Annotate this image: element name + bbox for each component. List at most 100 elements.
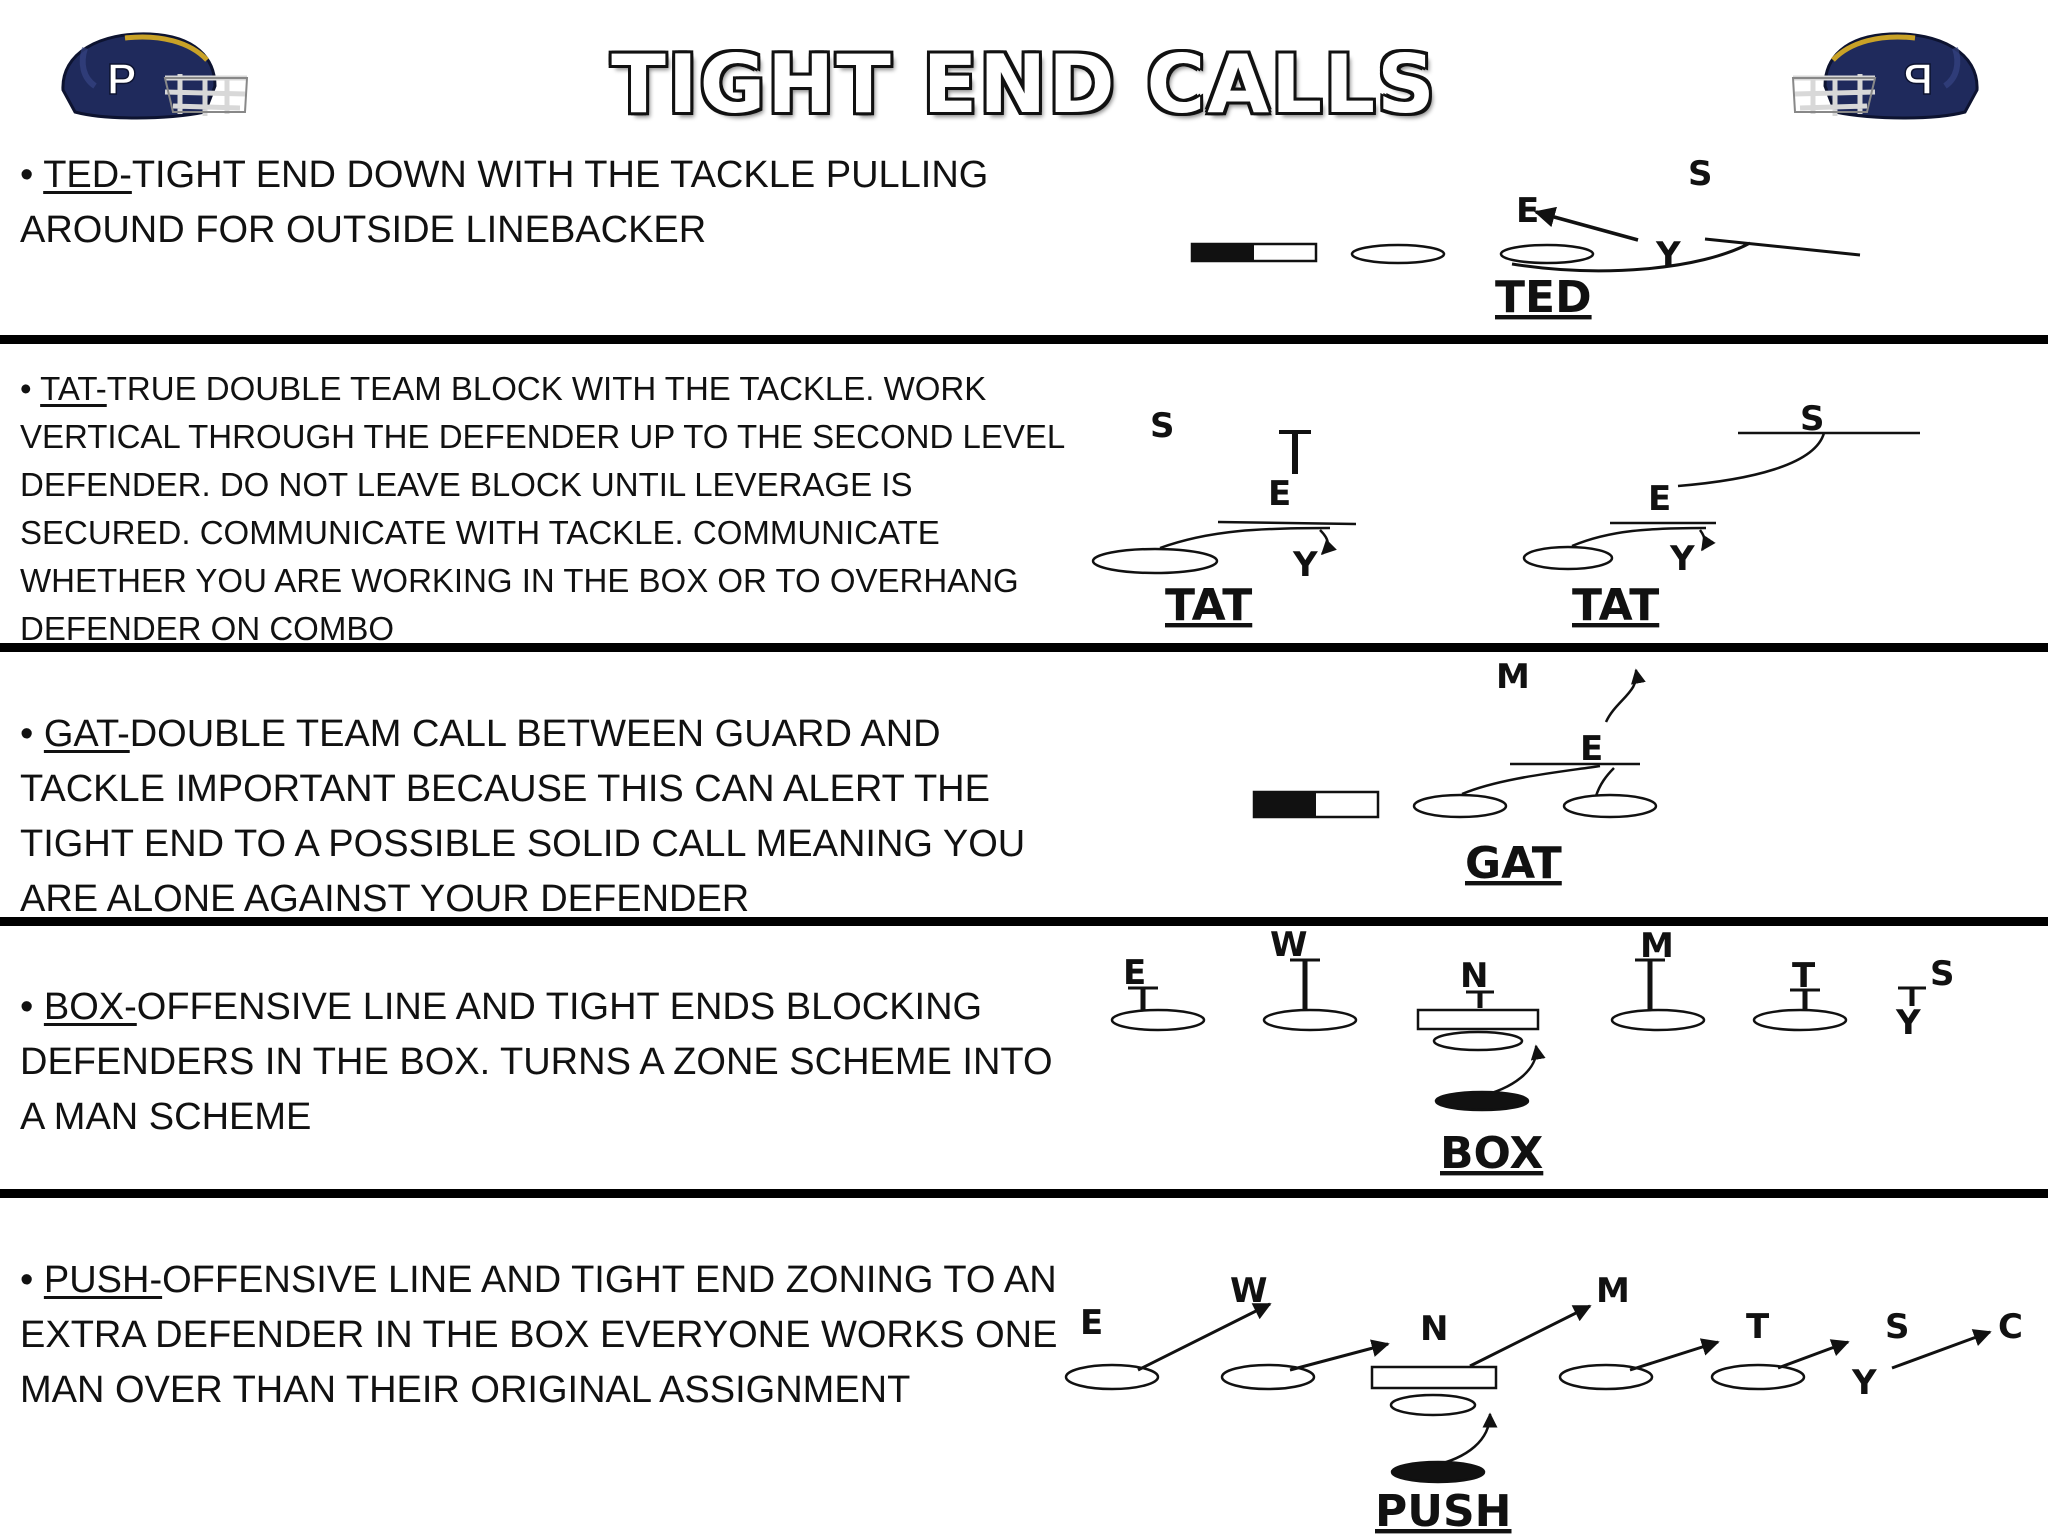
tat-label-1: TAT — [1165, 580, 1252, 631]
offensive-lineman-ellipse — [1499, 243, 1595, 265]
offensive-lineman-ellipse — [1558, 1363, 1654, 1391]
defender-m: M — [1596, 1271, 1630, 1311]
block-arrow — [1319, 529, 1337, 556]
ted-diagram: S E Y TED — [1190, 154, 1861, 323]
defender-e: E — [1123, 953, 1146, 993]
block-arrow — [1698, 529, 1716, 552]
box-description: • BOX-OFFENSIVE LINE AND TIGHT ENDS BLOC… — [20, 986, 1053, 1138]
defender-e: E — [1080, 1303, 1103, 1343]
defender-s: S — [1930, 954, 1955, 994]
block-arrow — [1891, 1329, 1992, 1370]
section-divider — [0, 643, 2048, 652]
defender-n: N — [1420, 1309, 1448, 1349]
gat-text: DOUBLE TEAM CALL BETWEEN GUARD AND TACKL… — [20, 713, 1026, 920]
offensive-lineman-ellipse — [1752, 1008, 1848, 1032]
gat-description: • GAT-DOUBLE TEAM CALL BETWEEN GUARD AND… — [20, 713, 1026, 920]
defender-s: S — [1688, 154, 1713, 194]
push-diagram: E W N M T S C Y PUSH — [1064, 1271, 2023, 1536]
section-divider — [0, 1189, 2048, 1198]
defender-s: S — [1150, 406, 1175, 446]
climb-arrow — [1604, 668, 1646, 723]
tat-text: TRUE DOUBLE TEAM BLOCK WITH THE TACKLE. … — [20, 370, 1065, 647]
block-path — [1159, 526, 1331, 550]
block-path — [1461, 764, 1601, 796]
helmet-logo-right: P — [1791, 32, 1979, 120]
quarterback-ellipse — [1389, 1393, 1477, 1417]
defender-t: T — [1746, 1307, 1770, 1347]
block-arrow — [1137, 1302, 1272, 1372]
player-y: Y — [1669, 539, 1695, 579]
offensive-lineman-ellipse — [1610, 1008, 1706, 1032]
gat-code: GAT- — [43, 713, 130, 755]
block-arrow — [1431, 1412, 1498, 1468]
player-y: Y — [1851, 1363, 1877, 1403]
block-arrow — [1777, 1339, 1850, 1370]
running-back-ellipse — [1434, 1090, 1530, 1112]
block-arrow — [1533, 206, 1639, 242]
center-block — [1416, 1008, 1540, 1031]
player-y: Y — [1292, 545, 1318, 585]
tat-code: TAT- — [40, 370, 107, 407]
gat-label: GAT — [1465, 838, 1562, 889]
offensive-lineman-ellipse — [1220, 1363, 1316, 1391]
offensive-lineman-ellipse — [1710, 1363, 1806, 1391]
climb-path — [1677, 432, 1826, 488]
block-arrow — [1629, 1338, 1720, 1372]
offensive-lineman-ellipse — [1350, 243, 1446, 265]
pull-path — [1511, 241, 1751, 273]
player-y: Y — [1895, 1003, 1921, 1043]
box-code: BOX- — [43, 986, 137, 1028]
defender-m: M — [1496, 657, 1530, 697]
defender-e: E — [1648, 479, 1671, 519]
tat-diagram-1: S E Y TAT — [1091, 406, 1357, 631]
tat-description: • TAT-TRUE DOUBLE TEAM BLOCK WITH THE TA… — [20, 370, 1065, 647]
running-back-ellipse — [1390, 1460, 1486, 1484]
offensive-lineman-ellipse — [1562, 793, 1658, 819]
defender-e: E — [1516, 191, 1539, 231]
ted-description: • TED-TIGHT END DOWN WITH THE TACKLE PUL… — [20, 154, 989, 251]
offensive-lineman-ellipse — [1091, 547, 1219, 575]
box-text: OFFENSIVE LINE AND TIGHT ENDS BLOCKING D… — [20, 986, 1053, 1138]
line-of-scrimmage — [1217, 520, 1357, 526]
section-divider — [0, 335, 2048, 344]
offensive-lineman-ellipse — [1262, 1008, 1358, 1032]
block-line — [1704, 237, 1861, 257]
push-code: PUSH- — [43, 1259, 163, 1301]
player-y: Y — [1655, 235, 1681, 275]
ted-code: TED- — [43, 154, 132, 196]
page-title: TIGHT END CALLS — [611, 38, 1437, 131]
push-label: PUSH — [1375, 1486, 1512, 1536]
offensive-lineman-ellipse — [1110, 1008, 1206, 1032]
defender-w: W — [1270, 925, 1308, 965]
ted-text: TIGHT END DOWN WITH THE TACKLE PULLING A… — [20, 154, 989, 251]
helmet-logo-letter: P — [107, 55, 136, 104]
block-arrow — [1289, 1339, 1390, 1372]
box-diagram: E W N M T S Y — [1110, 925, 1955, 1179]
helmet-logo-left: P — [61, 32, 249, 120]
block-path — [1594, 767, 1615, 797]
offensive-lineman-ellipse — [1522, 545, 1614, 571]
offensive-lineman-ellipse — [1064, 1363, 1160, 1391]
defender-c: C — [1998, 1307, 2023, 1347]
defender-e: E — [1580, 729, 1603, 769]
box-label: BOX — [1440, 1128, 1543, 1179]
section-divider — [0, 917, 2048, 926]
defender-s: S — [1800, 399, 1825, 439]
block-path — [1571, 526, 1707, 548]
gat-diagram: M E GAT — [1252, 657, 1658, 889]
ted-label: TED — [1495, 272, 1592, 323]
center-block — [1370, 1365, 1498, 1390]
defender-e: E — [1268, 474, 1291, 514]
helmet-logo-letter: P — [1904, 55, 1933, 104]
defender-n: N — [1460, 956, 1488, 996]
defender-w: W — [1230, 1271, 1268, 1311]
offensive-lineman-ellipse — [1412, 793, 1508, 819]
block-arrow — [1469, 1304, 1592, 1368]
quarterback-ellipse — [1432, 1030, 1524, 1052]
push-text: OFFENSIVE LINE AND TIGHT END ZONING TO A… — [20, 1259, 1058, 1411]
defender-s: S — [1885, 1307, 1910, 1347]
block-arrow — [1479, 1044, 1546, 1098]
tat-label-2: TAT — [1572, 580, 1659, 631]
tat-diagram-2: S E Y TAT — [1522, 399, 1920, 631]
